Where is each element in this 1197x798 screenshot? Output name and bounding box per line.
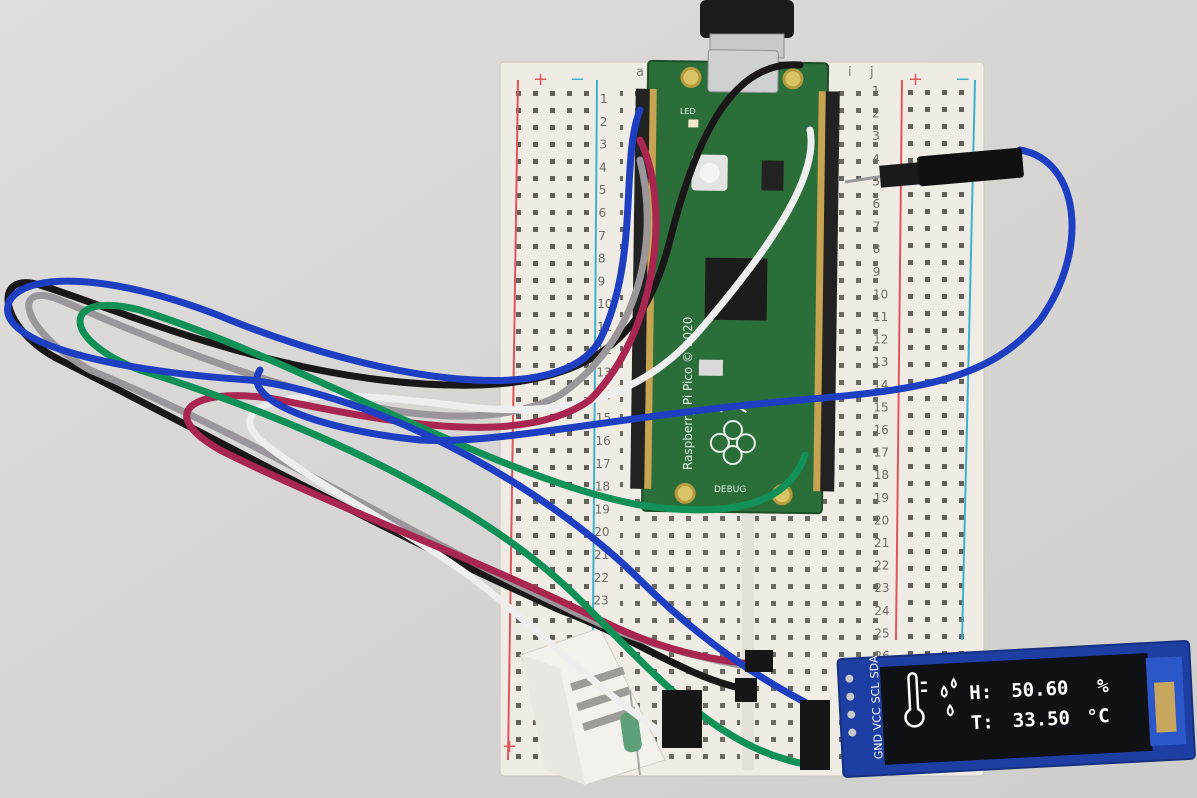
row-number: 19 bbox=[595, 502, 610, 516]
humidity-unit: % bbox=[1097, 675, 1110, 698]
temperature-unit: °C bbox=[1086, 705, 1110, 728]
humidity-value: 50.60 bbox=[1011, 677, 1069, 702]
row-number: 16 bbox=[596, 434, 611, 448]
row-number: 16 bbox=[874, 423, 889, 437]
wire-connectors bbox=[662, 650, 830, 770]
row-number: 4 bbox=[872, 152, 880, 166]
rail-minus-left: − bbox=[570, 69, 585, 90]
row-number: 11 bbox=[873, 310, 888, 324]
pico-silkscreen: Raspberry Pi Pico © 2020 bbox=[681, 317, 695, 470]
row-numbers-right: 1234567891011121314151617181920212223242… bbox=[872, 84, 890, 708]
oled-pin-gnd: GND bbox=[871, 734, 885, 760]
row-number: 10 bbox=[873, 287, 888, 301]
row-number: 7 bbox=[873, 220, 881, 234]
rail-plus-left: + bbox=[533, 69, 548, 90]
resistor bbox=[620, 689, 642, 776]
row-number: 23 bbox=[874, 581, 889, 595]
oled-pin-sda: SDA bbox=[867, 655, 881, 679]
row-number: 6 bbox=[873, 197, 881, 211]
row-number: 4 bbox=[599, 160, 607, 174]
rail-plus-right: + bbox=[908, 69, 923, 90]
thermometer-icon bbox=[904, 672, 928, 728]
row-number: 2 bbox=[872, 107, 880, 121]
wires bbox=[4, 61, 1076, 769]
raspberry-pi-pico bbox=[630, 49, 840, 515]
column-label-a: a bbox=[636, 65, 644, 80]
row-number: 5 bbox=[599, 183, 607, 197]
row-number: 15 bbox=[873, 400, 888, 414]
row-number: 8 bbox=[873, 242, 881, 256]
rail-minus-right: − bbox=[955, 69, 970, 90]
humidity-label: H: bbox=[969, 681, 993, 704]
oled-pin-vcc: VCC bbox=[870, 707, 884, 731]
row-number: 3 bbox=[872, 129, 880, 143]
row-number: 17 bbox=[874, 446, 889, 460]
row-number: 22 bbox=[594, 571, 609, 585]
row-number: 18 bbox=[874, 468, 889, 482]
row-number: 20 bbox=[594, 525, 609, 539]
jumper-header bbox=[844, 147, 1024, 188]
row-number: 5 bbox=[872, 174, 880, 188]
row-number: 1 bbox=[600, 92, 608, 106]
pico-debug-label: DEBUG bbox=[714, 485, 746, 495]
column-label-j: j bbox=[869, 65, 874, 80]
row-number: 17 bbox=[595, 457, 610, 471]
row-number: 19 bbox=[874, 491, 889, 505]
temperature-label: T: bbox=[970, 711, 994, 734]
row-number: 20 bbox=[874, 513, 889, 527]
row-number: 2 bbox=[600, 115, 608, 129]
row-number: 7 bbox=[598, 229, 606, 243]
row-number: 12 bbox=[873, 333, 888, 347]
row-number: 23 bbox=[593, 594, 608, 608]
row-number: 1 bbox=[872, 84, 880, 98]
row-number: 9 bbox=[598, 274, 606, 288]
row-number: 10 bbox=[597, 297, 612, 311]
pico-led-label: LED bbox=[680, 107, 696, 116]
row-number: 24 bbox=[874, 604, 889, 618]
row-number: 21 bbox=[874, 536, 889, 550]
raspberry-logo-icon bbox=[709, 406, 756, 466]
row-number: 25 bbox=[874, 626, 889, 640]
row-number: 6 bbox=[599, 206, 607, 220]
temperature-value: 33.50 bbox=[1012, 707, 1070, 732]
droplet-icon bbox=[940, 677, 957, 717]
row-number: 3 bbox=[599, 138, 607, 152]
row-number: 8 bbox=[598, 252, 606, 266]
row-number: 9 bbox=[873, 265, 881, 279]
row-number: 13 bbox=[873, 355, 888, 369]
rail-plus-bottom: + bbox=[502, 736, 517, 757]
row-number: 18 bbox=[595, 480, 610, 494]
oled-pin-scl: SCL bbox=[869, 681, 883, 703]
column-label-i: i bbox=[848, 65, 852, 80]
oled-module bbox=[836, 640, 1196, 778]
row-number: 22 bbox=[874, 559, 889, 573]
